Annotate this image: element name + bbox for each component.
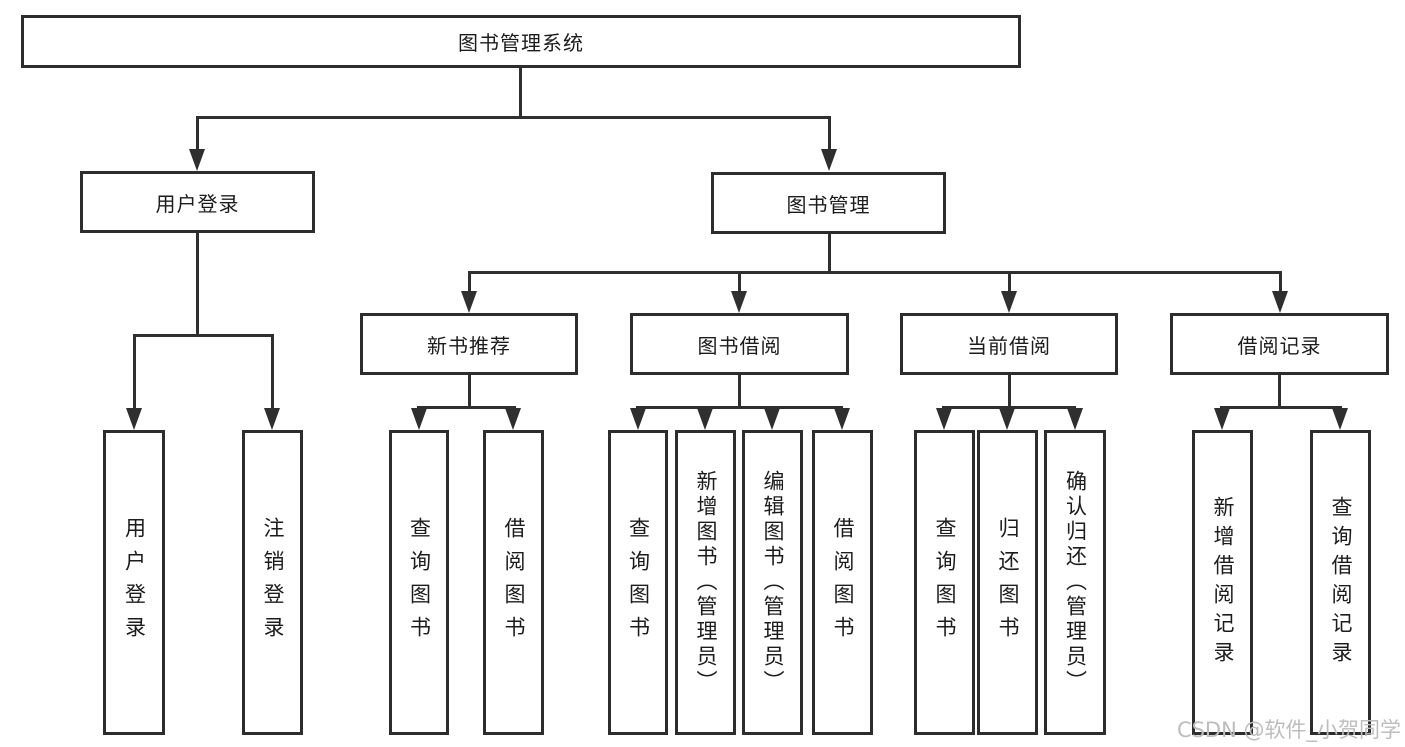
connector [828, 116, 831, 152]
leaf-add-borrow-record: 新增借阅记录 [1192, 430, 1253, 735]
node-label: 新增借阅记录 [1211, 495, 1235, 670]
connector [1008, 271, 1011, 293]
leaf-query-books-borrowing: 查询图书 [608, 430, 668, 735]
connector [1279, 271, 1282, 293]
leaf-borrow-books-recommend: 借阅图书 [483, 430, 544, 735]
connector [271, 334, 274, 410]
node-label: 借阅记录 [1237, 333, 1322, 358]
arrowhead-icon [1001, 291, 1017, 313]
connector [519, 68, 522, 118]
node-label: 新增图书（管理员） [694, 470, 718, 695]
arrowhead-icon [126, 408, 142, 430]
arrowhead-icon [1214, 408, 1230, 430]
node-label: 当前借阅 [967, 333, 1051, 358]
connector [738, 375, 741, 409]
arrowhead-icon [764, 408, 780, 430]
leaf-add-book-admin: 新增图书（管理员） [675, 430, 736, 735]
connector [1278, 375, 1281, 409]
arrowhead-icon [630, 408, 646, 430]
connector [196, 116, 830, 119]
arrowhead-icon [697, 408, 713, 430]
node-label: 查询图书 [626, 516, 651, 649]
connector [1220, 406, 1342, 409]
node-current-borrowing: 当前借阅 [900, 313, 1118, 375]
leaf-user-login: 用户登录 [103, 430, 165, 735]
arrowhead-icon [189, 149, 205, 171]
leaf-query-borrow-record: 查询借阅记录 [1310, 430, 1371, 735]
leaf-query-books-current: 查询图书 [914, 430, 975, 735]
arrowhead-icon [505, 408, 521, 430]
arrowhead-icon [999, 408, 1015, 430]
node-label: 借阅图书 [831, 516, 855, 649]
arrowhead-icon [264, 408, 280, 430]
node-label: 图书借阅 [697, 333, 782, 358]
node-borrowing-records: 借阅记录 [1170, 313, 1389, 375]
leaf-logout: 注销登录 [242, 430, 303, 735]
connector [133, 334, 274, 337]
node-label: 新书推荐 [427, 333, 511, 358]
node-label: 查询图书 [933, 516, 957, 649]
arrowhead-icon [936, 408, 952, 430]
node-book-borrowing: 图书借阅 [630, 313, 849, 375]
arrowhead-icon [731, 291, 747, 313]
connector [942, 406, 1076, 409]
node-new-book-recommendation: 新书推荐 [360, 313, 578, 375]
node-label: 图书管理系统 [458, 31, 584, 55]
connector [828, 234, 831, 274]
arrowhead-icon [1332, 408, 1348, 430]
node-label: 确认归还（管理员） [1063, 470, 1088, 695]
node-label: 注销登录 [261, 516, 285, 649]
connector [133, 334, 136, 410]
arrowhead-icon [461, 291, 477, 313]
node-label: 借阅图书 [502, 516, 526, 649]
arrowhead-icon [1272, 291, 1288, 313]
node-label: 用户登录 [122, 516, 147, 649]
arrowhead-icon [1067, 408, 1083, 430]
node-label: 用户登录 [155, 191, 240, 216]
node-book-management: 图书管理 [711, 172, 946, 234]
connector [738, 271, 741, 293]
node-label: 归还图书 [996, 516, 1020, 649]
leaf-edit-book-admin: 编辑图书（管理员） [742, 430, 803, 735]
connector [196, 116, 199, 152]
connector [468, 271, 471, 293]
connector [196, 233, 199, 337]
arrowhead-icon [834, 408, 850, 430]
leaf-borrow-books-borrowing: 借阅图书 [812, 430, 873, 735]
node-label: 查询借阅记录 [1329, 495, 1353, 670]
connector [468, 271, 1282, 274]
connector [468, 375, 471, 409]
connector [417, 406, 516, 409]
connector [636, 406, 843, 409]
leaf-return-books: 归还图书 [977, 430, 1038, 735]
watermark: CSDN @软件_小贺同学 [1176, 718, 1401, 742]
node-user-login: 用户登录 [80, 171, 315, 233]
arrowhead-icon [411, 408, 427, 430]
node-label: 图书管理 [786, 192, 871, 217]
arrowhead-icon [821, 149, 837, 171]
node-label: 编辑图书（管理员） [761, 470, 785, 695]
leaf-query-books-recommend: 查询图书 [389, 430, 449, 735]
node-label: 查询图书 [407, 516, 432, 649]
node-library-management-system: 图书管理系统 [21, 15, 1021, 68]
leaf-confirm-return-admin: 确认归还（管理员） [1044, 430, 1106, 735]
connector [1008, 375, 1011, 409]
